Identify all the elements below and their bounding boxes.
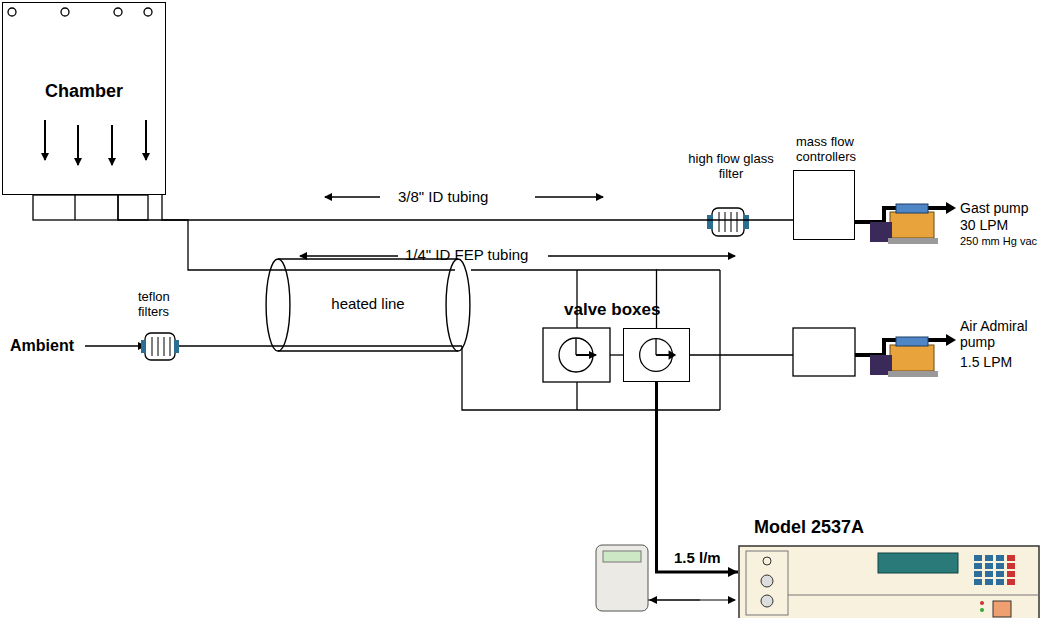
filter-label: high flow glass filter [686,152,776,182]
pump-rate: 1.5 LPM [960,354,1012,370]
arrow-head [728,567,738,577]
port [144,8,152,16]
pump-label: Air Admiral pump [960,318,1048,350]
tubing-connector [471,270,657,328]
tubing-line [657,382,739,572]
tubing-line [118,195,265,270]
tubing-connector [657,382,739,577]
flow-rate-label: 1.5 l/m [672,549,723,566]
pump-label: Gast pump [960,200,1028,216]
manifold [33,195,148,220]
node-label: valve boxes [564,300,660,320]
instrument-panel [738,545,1040,618]
inlet-label: Ambient [10,337,74,355]
heated-line: heated line [265,258,471,352]
node-label: Model 2537A [754,517,864,538]
keypad-controller [596,545,735,611]
filter-label: teflon filters [138,290,196,320]
pump [870,202,956,244]
node-label: Chamber [3,81,165,102]
valve-box: valve boxes [623,328,690,382]
pump [870,334,956,377]
analyzer-instrument: Model 2537A [738,545,1040,618]
pump-rate: 30 LPM [960,217,1008,233]
chamber-box: Chamber [2,2,166,195]
node-label: mass flow controllers [796,135,876,165]
tubing-connector [118,195,265,270]
pump-vacuum: 250 mm Hg vac [960,235,1037,248]
valve-box [543,328,610,382]
node-label: heated line [265,295,471,312]
port [8,8,16,16]
mass-flow-controller [793,328,855,376]
tubing-line [471,270,657,328]
valve-symbol [624,329,689,381]
tubing-label: 1/4" ID FEP tubing [405,246,528,263]
port [114,8,122,16]
port [61,8,69,16]
mass-flow-controller: mass flow controllers [793,170,855,240]
glass-filter [707,208,749,236]
tubing-label: 3/8" ID tubing [398,188,488,205]
teflon-filter [141,333,179,360]
